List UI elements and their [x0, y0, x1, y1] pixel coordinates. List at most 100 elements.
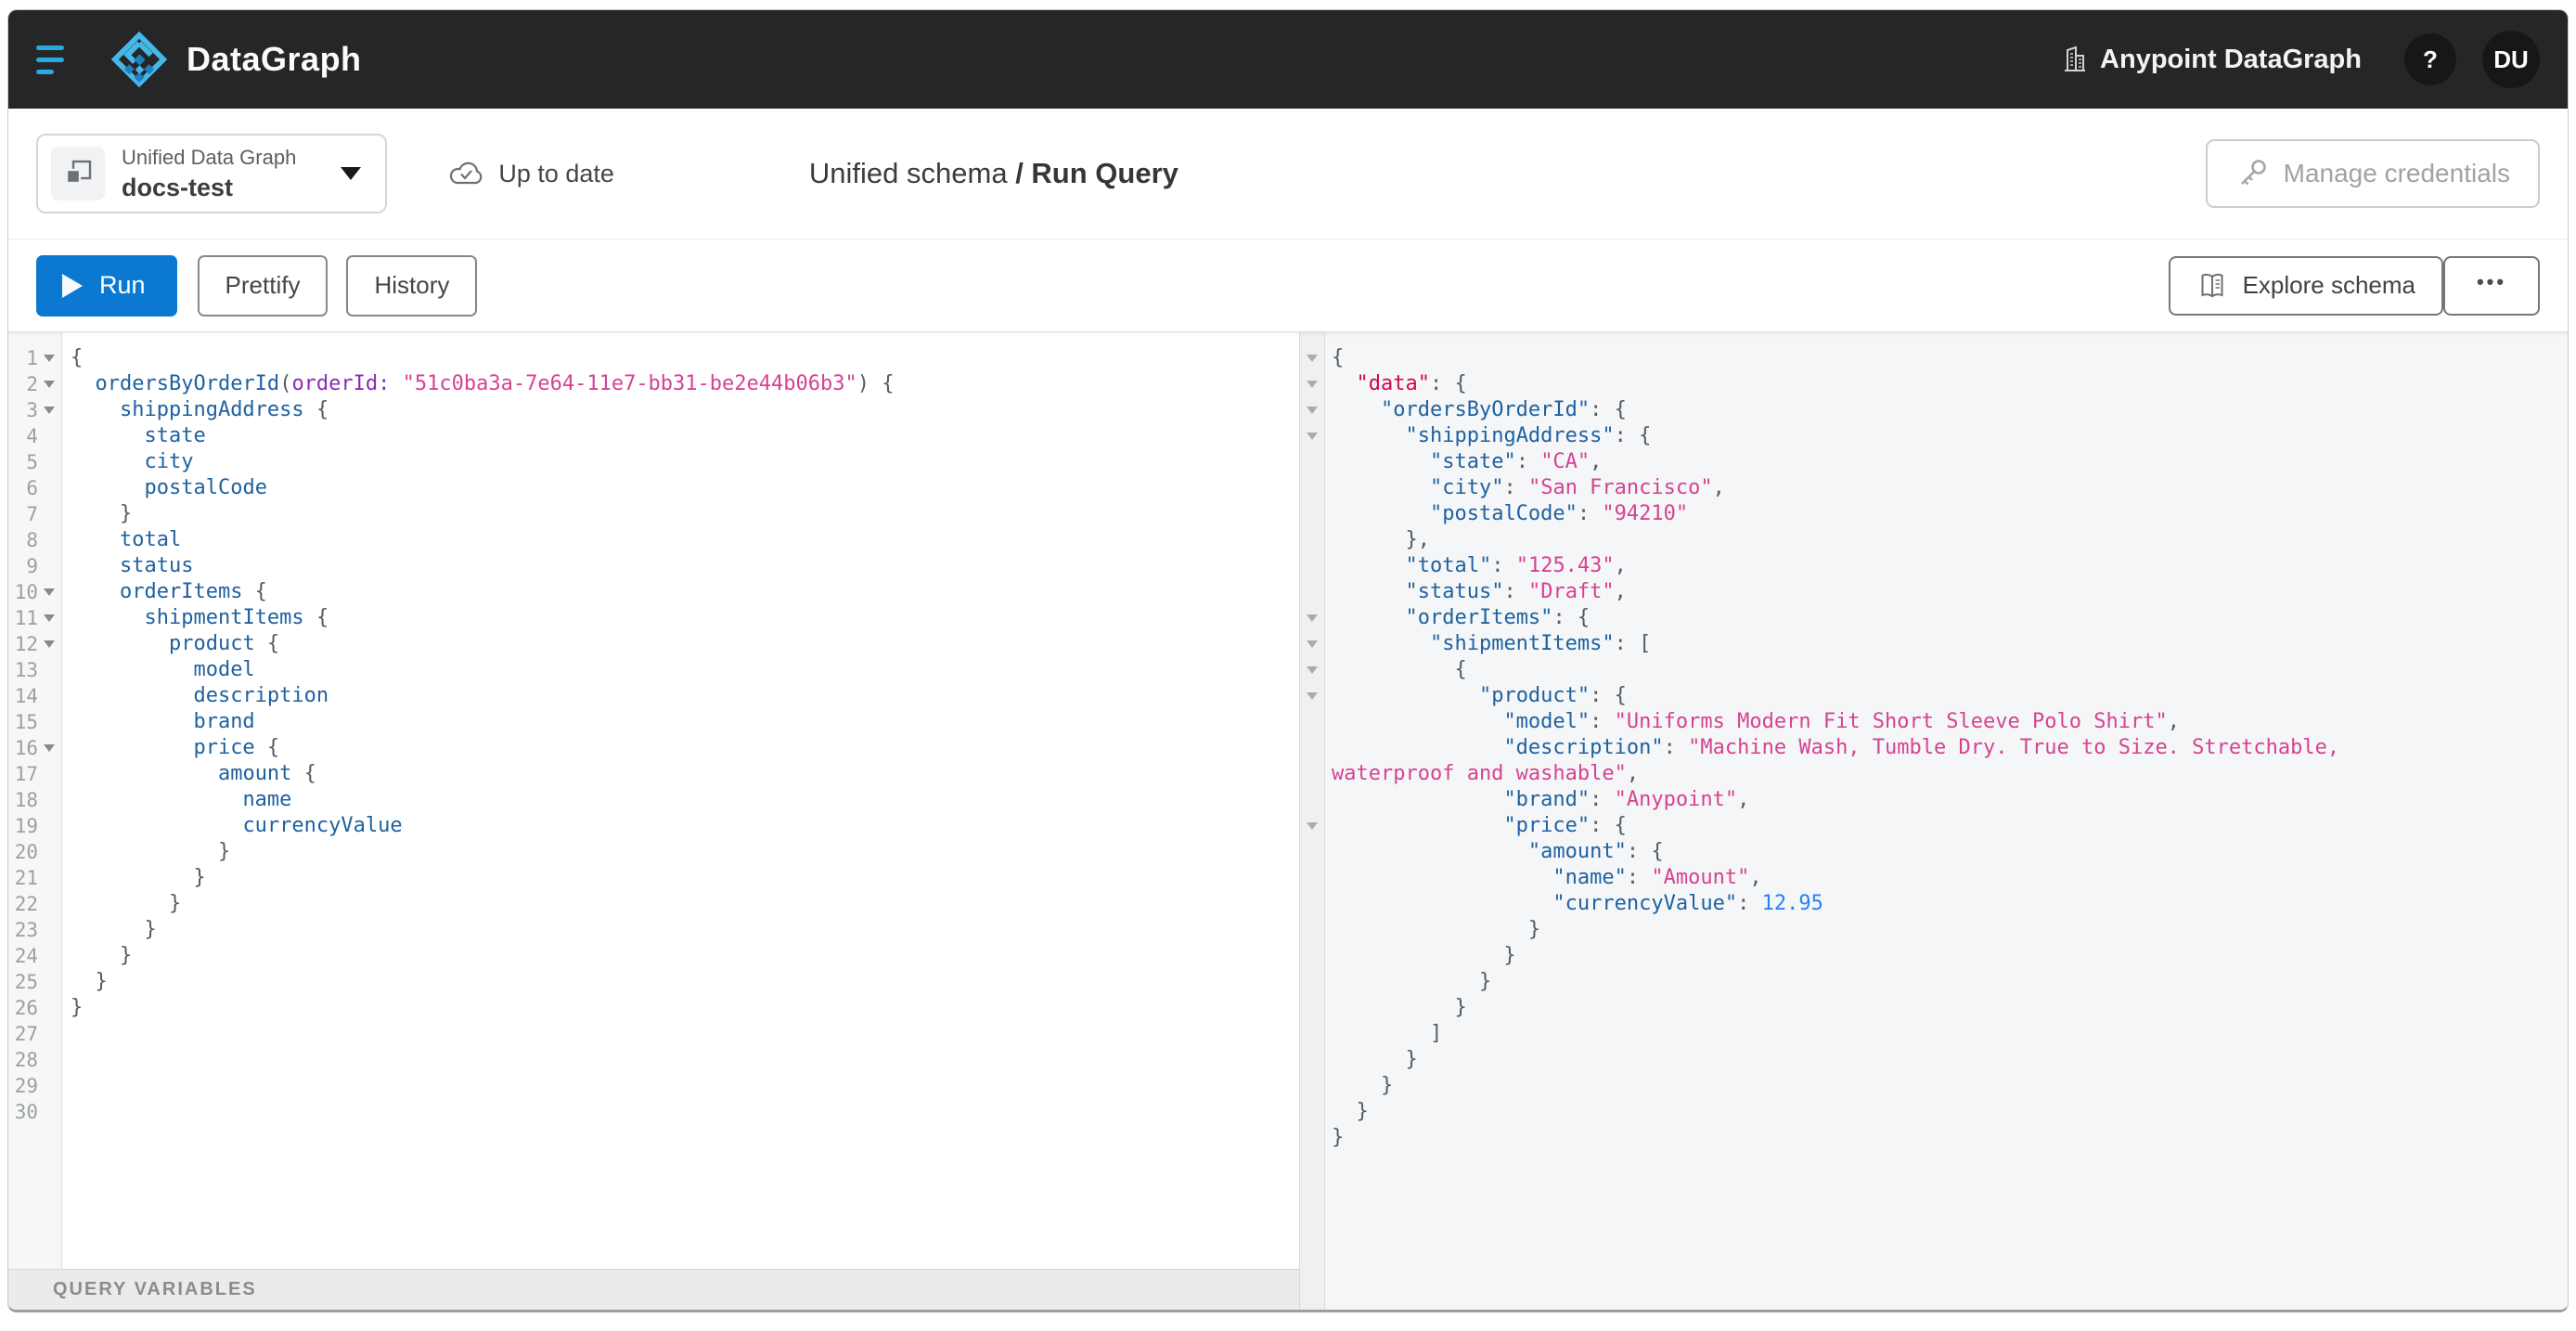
line-number: 6: [26, 477, 38, 499]
result-code-line[interactable]: "product": {: [1478, 684, 1627, 707]
fold-toggle-icon[interactable]: [1307, 614, 1318, 622]
run-button[interactable]: Run: [36, 254, 177, 317]
hamburger-menu-icon[interactable]: [36, 45, 73, 74]
query-code-line[interactable]: }: [71, 892, 182, 915]
result-viewer[interactable]: { "data": { "ordersByOrderId": { "shippi…: [1325, 332, 2568, 1310]
line-number: 23: [14, 919, 38, 941]
datagraph-selector[interactable]: Unified Data Graph docs-test: [36, 134, 388, 213]
fold-toggle-icon[interactable]: [44, 381, 55, 388]
fold-toggle-icon[interactable]: [1307, 433, 1318, 440]
fold-toggle-icon[interactable]: [1307, 640, 1318, 648]
query-editor[interactable]: { ordersByOrderId(orderId: "51c0ba3a-7e6…: [62, 332, 1299, 1269]
query-code-line[interactable]: orderItems {: [119, 580, 267, 603]
result-code-line[interactable]: }: [1332, 1126, 1345, 1149]
query-code-line[interactable]: total: [119, 528, 182, 551]
result-code-line[interactable]: "model": "Uniforms Modern Fit Short Slee…: [1503, 710, 2180, 733]
result-code-line[interactable]: }: [1332, 1074, 1394, 1097]
fold-toggle-icon[interactable]: [1307, 355, 1318, 362]
query-code-line[interactable]: brand: [193, 710, 255, 733]
result-code-line[interactable]: "price": {: [1503, 814, 1627, 837]
result-code-line[interactable]: }: [1332, 996, 1467, 1019]
result-code-line[interactable]: }: [1332, 918, 1541, 941]
query-code-line[interactable]: product {: [168, 632, 280, 655]
fold-toggle-icon[interactable]: [44, 744, 55, 752]
result-code-line[interactable]: "total": "125.43",: [1405, 554, 1627, 577]
result-code-line[interactable]: {: [1332, 346, 1345, 369]
query-code-line[interactable]: shipmentItems {: [144, 606, 329, 629]
result-code-line[interactable]: "shipmentItems": [: [1429, 632, 1652, 655]
gutter-row: [1300, 501, 1324, 527]
fold-toggle-icon[interactable]: [1307, 692, 1318, 700]
gutter-row: 17: [8, 761, 61, 787]
result-code-line[interactable]: },: [1332, 528, 1430, 551]
history-button[interactable]: History: [346, 254, 478, 317]
fold-toggle-icon[interactable]: [1307, 381, 1318, 388]
query-code-line[interactable]: price {: [193, 736, 280, 759]
result-code-line[interactable]: "currencyValue": 12.95: [1552, 892, 1823, 915]
fold-toggle-icon[interactable]: [44, 640, 55, 648]
query-code-line[interactable]: [71, 1073, 1299, 1099]
query-code-line[interactable]: {: [71, 346, 84, 369]
query-code-line[interactable]: postalCode: [144, 476, 267, 499]
query-code-line[interactable]: description: [193, 684, 329, 707]
query-variables-bar[interactable]: QUERY VARIABLES: [8, 1269, 1299, 1310]
query-code-line[interactable]: state: [144, 424, 206, 447]
prettify-button[interactable]: Prettify: [197, 254, 328, 317]
result-code-line[interactable]: "shippingAddress": {: [1405, 424, 1652, 447]
result-code-line[interactable]: {: [1332, 658, 1467, 681]
result-code-line[interactable]: }: [1332, 970, 1492, 993]
result-code-line[interactable]: }: [1332, 944, 1516, 967]
query-code-line[interactable]: ordersByOrderId(orderId: "51c0ba3a-7e64-…: [95, 372, 895, 395]
explore-schema-button[interactable]: Explore schema: [2168, 255, 2443, 316]
result-code-line[interactable]: "orderItems": {: [1405, 606, 1591, 629]
result-code-line[interactable]: ]: [1332, 1022, 1443, 1045]
query-code-line[interactable]: name: [242, 788, 292, 811]
fold-toggle-icon[interactable]: [44, 355, 55, 362]
fold-toggle-icon[interactable]: [44, 588, 55, 596]
fold-toggle-icon[interactable]: [1307, 822, 1318, 830]
result-code-line[interactable]: }: [1332, 1048, 1418, 1071]
result-code-line[interactable]: "ordersByOrderId": {: [1380, 398, 1627, 421]
query-code-line[interactable]: status: [119, 554, 194, 577]
fold-toggle-icon[interactable]: [44, 614, 55, 622]
result-code-line[interactable]: waterproof and washable",: [1332, 762, 1640, 785]
query-code-line[interactable]: }: [71, 866, 206, 889]
result-code-line[interactable]: "brand": "Anypoint",: [1503, 788, 1750, 811]
result-code-line[interactable]: "data": {: [1356, 372, 1467, 395]
gutter-row: 30: [8, 1099, 61, 1125]
query-code-line[interactable]: }: [71, 840, 231, 863]
result-fold-gutter[interactable]: [1300, 332, 1325, 1310]
result-code-line[interactable]: "postalCode": "94210": [1429, 502, 1689, 525]
gutter-row: 15: [8, 709, 61, 735]
query-code-line[interactable]: model: [193, 658, 255, 681]
fold-toggle-icon[interactable]: [44, 407, 55, 414]
fold-toggle-icon[interactable]: [1307, 666, 1318, 674]
result-code-line[interactable]: "status": "Draft",: [1405, 580, 1627, 603]
query-code-line[interactable]: amount {: [217, 762, 316, 785]
gutter-row: 25: [8, 969, 61, 995]
result-code-line[interactable]: "city": "San Francisco",: [1429, 476, 1725, 499]
result-code-line[interactable]: "description": "Machine Wash, Tumble Dry…: [1503, 736, 2340, 759]
help-button[interactable]: ?: [2404, 33, 2456, 85]
query-code-line[interactable]: [71, 1099, 1299, 1125]
more-options-button[interactable]: •••: [2443, 255, 2540, 316]
query-code-line[interactable]: }: [71, 944, 133, 967]
org-switcher[interactable]: Anypoint DataGraph: [2063, 45, 2362, 75]
result-code-line[interactable]: "amount": {: [1527, 840, 1664, 863]
manage-credentials-button[interactable]: Manage credentials: [2205, 139, 2540, 208]
query-code-line[interactable]: city: [144, 450, 194, 473]
fold-toggle-icon[interactable]: [1307, 407, 1318, 414]
query-code-line[interactable]: }: [71, 996, 84, 1019]
query-code-line[interactable]: }: [71, 970, 108, 993]
result-code-line[interactable]: "name": "Amount",: [1552, 866, 1762, 889]
query-code-line[interactable]: }: [71, 918, 157, 941]
query-code-line[interactable]: }: [71, 502, 133, 525]
query-code-line[interactable]: currencyValue: [242, 814, 403, 837]
query-code-line[interactable]: [71, 1047, 1299, 1073]
query-code-line[interactable]: shippingAddress {: [119, 398, 329, 421]
result-code-line[interactable]: }: [1332, 1100, 1369, 1123]
result-code-line[interactable]: "state": "CA",: [1429, 450, 1603, 473]
user-avatar[interactable]: DU: [2482, 31, 2540, 88]
query-code-line[interactable]: [71, 1021, 1299, 1047]
